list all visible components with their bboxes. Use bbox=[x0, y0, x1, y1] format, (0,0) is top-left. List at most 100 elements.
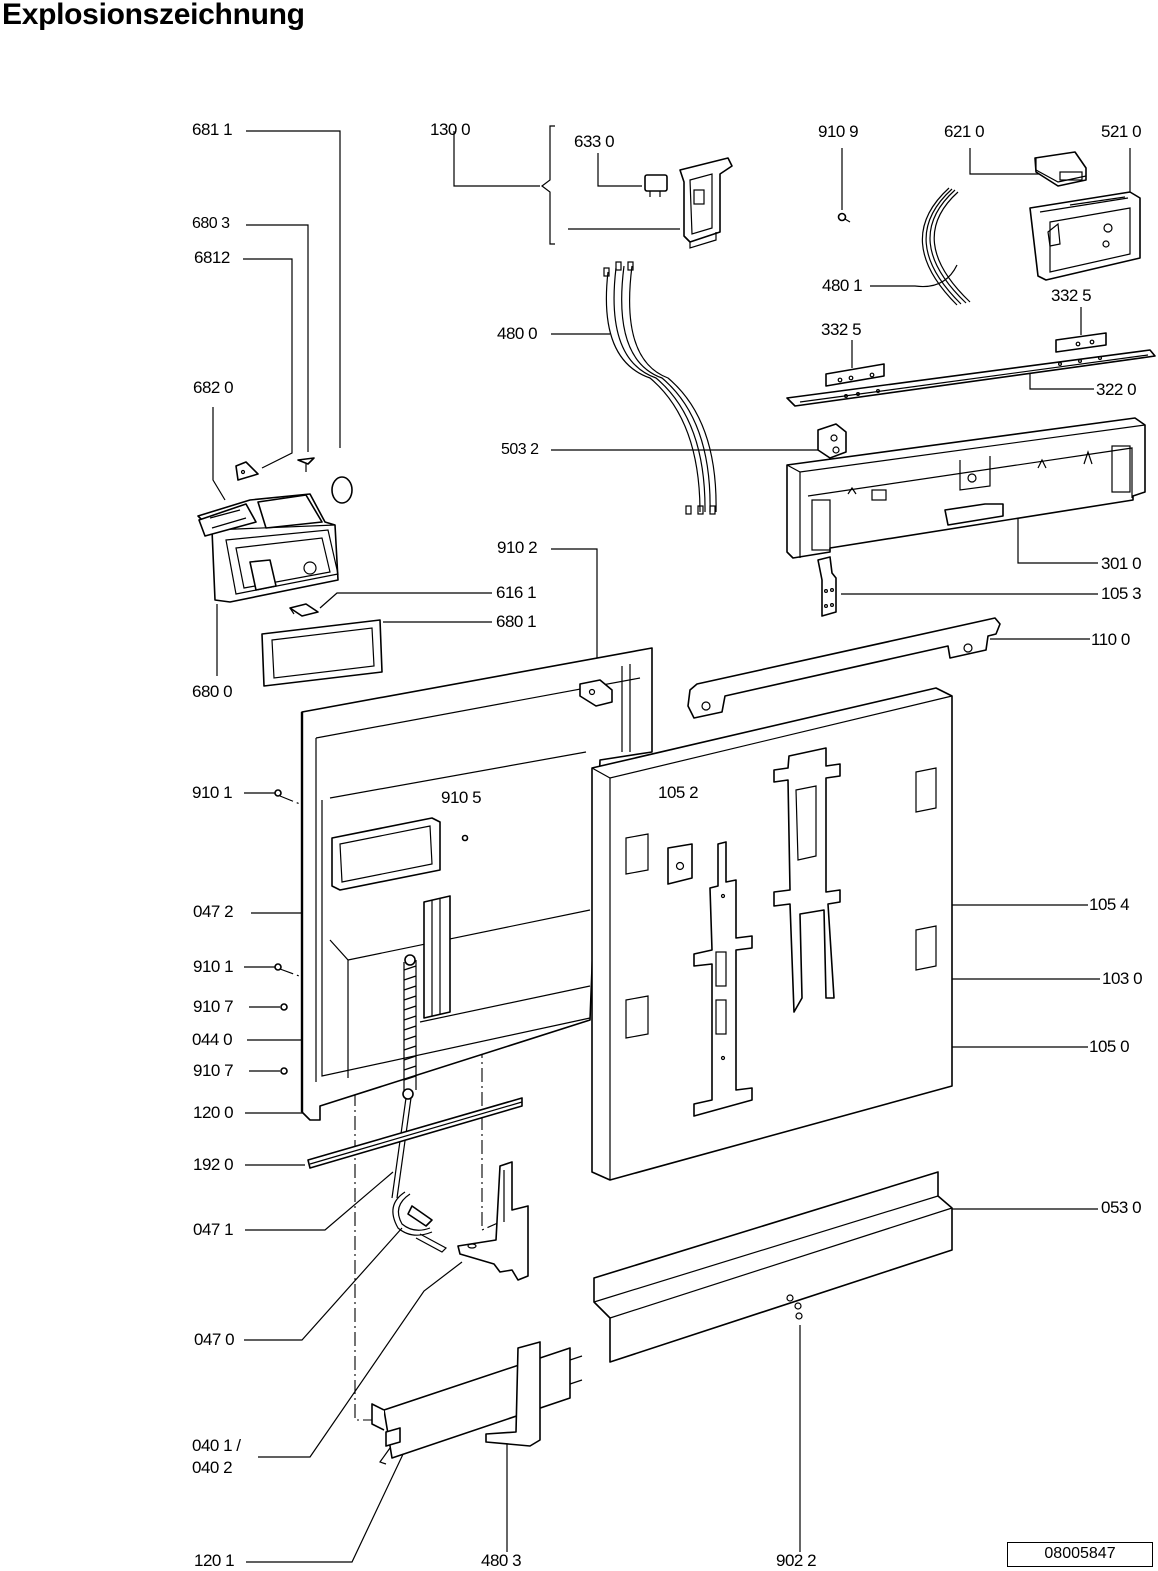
callout-040-2: 040 2 bbox=[192, 1458, 233, 1477]
part-6330 bbox=[644, 174, 668, 197]
leader-6803 bbox=[246, 224, 309, 452]
callout-047-0: 047 0 bbox=[194, 1330, 235, 1349]
callout-044-0: 044 0 bbox=[192, 1030, 233, 1049]
part-6210 bbox=[1034, 151, 1087, 187]
callout-047-1: 047 1 bbox=[193, 1220, 234, 1239]
part-1300 bbox=[679, 157, 733, 249]
callout-332-5-right: 332 5 bbox=[1051, 286, 1092, 305]
callout-105-4: 105 4 bbox=[1089, 895, 1130, 914]
leader-9102 bbox=[551, 548, 598, 688]
part-1920 bbox=[307, 1097, 523, 1169]
leader-6811 bbox=[246, 130, 341, 448]
part-0440 bbox=[402, 954, 417, 1100]
callout-902-2: 902 2 bbox=[776, 1551, 817, 1570]
part-1201 bbox=[371, 1347, 583, 1465]
callout-910-7-upper: 910 7 bbox=[193, 997, 234, 1016]
leader-0470 bbox=[244, 1227, 403, 1341]
callout-680-1: 680 1 bbox=[496, 612, 537, 631]
part-9109 bbox=[837, 212, 851, 223]
leader-4801 bbox=[870, 264, 958, 288]
callout-480-3: 480 3 bbox=[481, 1551, 522, 1570]
part-6161 bbox=[289, 603, 319, 617]
page-title: Explosionszeichnung bbox=[2, 0, 305, 31]
callout-130-0: 130 0 bbox=[430, 120, 471, 139]
part-4803 bbox=[485, 1341, 541, 1447]
axis-left bbox=[354, 996, 372, 1421]
callout-322-0: 322 0 bbox=[1096, 380, 1137, 399]
callout-192-0: 192 0 bbox=[193, 1155, 234, 1174]
part-3220 bbox=[786, 349, 1156, 407]
callout-110-0: 110 0 bbox=[1091, 630, 1130, 649]
part-1053 bbox=[817, 556, 837, 617]
callout-105-3: 105 3 bbox=[1101, 584, 1142, 603]
leader-1201 bbox=[246, 1449, 406, 1563]
callout-910-7-lower: 910 7 bbox=[193, 1061, 234, 1080]
callout-103-0: 103 0 bbox=[1102, 969, 1143, 988]
leader-1300 bbox=[453, 131, 540, 187]
part-1030 bbox=[591, 687, 953, 1181]
leader-6812 bbox=[243, 258, 293, 469]
leader-6330 bbox=[597, 153, 642, 187]
part-1054 bbox=[773, 747, 841, 1013]
part-4801 bbox=[921, 187, 971, 306]
leader-6210 bbox=[969, 148, 1045, 175]
callout-040-1: 040 1 / bbox=[192, 1436, 241, 1455]
part-5032 bbox=[817, 423, 847, 459]
callout-120-0: 120 0 bbox=[193, 1103, 234, 1122]
callout-521-0: 521 0 bbox=[1101, 122, 1142, 141]
callout-910-9: 910 9 bbox=[818, 122, 859, 141]
part-channel bbox=[423, 895, 451, 1019]
part-1100 bbox=[687, 617, 1001, 719]
callout-301-0: 301 0 bbox=[1101, 554, 1142, 573]
callout-105-2: 105 2 bbox=[658, 783, 699, 802]
callout-332-5-left: 332 5 bbox=[821, 320, 862, 339]
part-6811 bbox=[331, 476, 353, 504]
callout-621-0: 621 0 bbox=[944, 122, 985, 141]
axis-right bbox=[481, 1020, 501, 1231]
part-1050 bbox=[693, 841, 753, 1117]
part-3010 bbox=[786, 417, 1146, 559]
leader-3220 bbox=[1029, 367, 1094, 390]
callout-480-1: 480 1 bbox=[822, 276, 863, 295]
part-0401 bbox=[457, 1161, 529, 1281]
callout-682-0: 682 0 bbox=[193, 378, 234, 397]
part-9105-frame bbox=[331, 817, 469, 891]
part-6820 bbox=[198, 503, 257, 537]
screws-9101-9107 bbox=[274, 789, 288, 1075]
callout-105-0: 105 0 bbox=[1089, 1037, 1130, 1056]
leader-6161 bbox=[319, 592, 492, 609]
callout-633-0: 633 0 bbox=[574, 132, 615, 151]
callout-120-1: 120 1 bbox=[194, 1551, 235, 1570]
leader-3010 bbox=[1017, 505, 1098, 564]
callout-480-0: 480 0 bbox=[497, 324, 538, 343]
callout-047-2: 047 2 bbox=[193, 902, 234, 921]
part-6800 bbox=[197, 493, 339, 603]
brace-1300 bbox=[541, 125, 555, 245]
callout-910-2: 910 2 bbox=[497, 538, 538, 557]
callout-910-5: 910 5 bbox=[441, 788, 482, 807]
part-1052 bbox=[667, 843, 693, 885]
part-5210 bbox=[1029, 191, 1141, 281]
part-6812 bbox=[235, 461, 259, 481]
callout-681-1: 681 1 bbox=[192, 120, 233, 139]
leader-6820 bbox=[212, 407, 226, 501]
part-0530 bbox=[593, 1171, 953, 1363]
callout-910-1-lower: 910 1 bbox=[193, 957, 234, 976]
part-3325b bbox=[1055, 332, 1107, 353]
callout-503-2: 503 2 bbox=[501, 441, 539, 458]
callout-616-1: 616 1 bbox=[496, 583, 537, 602]
part-0471 bbox=[391, 1097, 412, 1199]
leader-0401 bbox=[258, 1261, 463, 1458]
part-4800 bbox=[603, 261, 717, 515]
callout-680-0: 680 0 bbox=[192, 682, 233, 701]
part-6803 bbox=[297, 457, 315, 472]
callout-053-0: 053 0 bbox=[1101, 1198, 1142, 1217]
callout-680-3: 680 3 bbox=[192, 215, 230, 232]
part-6801 bbox=[261, 619, 383, 687]
part-3325a bbox=[825, 363, 885, 387]
leader-0471 bbox=[245, 1171, 394, 1231]
part-1200 bbox=[300, 647, 653, 1121]
callout-910-1-upper: 910 1 bbox=[192, 783, 233, 802]
